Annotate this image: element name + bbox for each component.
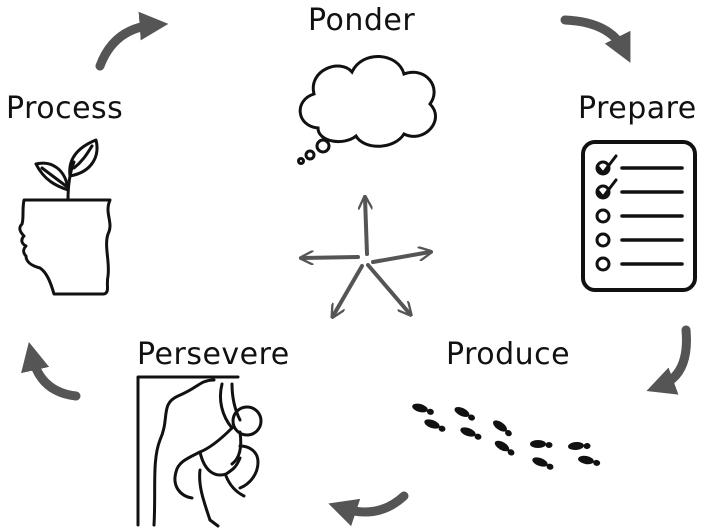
stage-label-produce: Produce xyxy=(446,337,571,372)
star-arrow-right xyxy=(371,252,430,264)
stage-label-process: Process xyxy=(6,91,124,126)
cycle-arrow-process-to-ponder xyxy=(95,11,169,71)
cycle-arrows xyxy=(21,11,691,527)
head-with-sprout-icon xyxy=(18,138,112,296)
star-arrow-down-right xyxy=(366,263,410,314)
thought-cloud-icon xyxy=(297,55,437,165)
cycle-arrow-persevere-to-process xyxy=(21,341,81,401)
checklist-icon xyxy=(581,140,697,292)
stage-label-persevere: Persevere xyxy=(137,337,290,372)
cycle-arrow-produce-to-persevere xyxy=(328,491,409,527)
star-arrow-left xyxy=(302,257,360,258)
rock-climber-icon xyxy=(136,375,263,528)
stage-label-ponder: Ponder xyxy=(308,3,416,38)
star-arrow-up xyxy=(365,198,367,256)
stage-label-prepare: Prepare xyxy=(578,91,697,126)
cycle-arrow-ponder-to-prepare xyxy=(560,15,631,63)
cycle-arrow-prepare-to-produce xyxy=(646,325,691,395)
footprints-icon xyxy=(412,403,601,470)
star-arrow-down-left xyxy=(333,264,364,316)
center-star-arrows xyxy=(302,198,430,316)
